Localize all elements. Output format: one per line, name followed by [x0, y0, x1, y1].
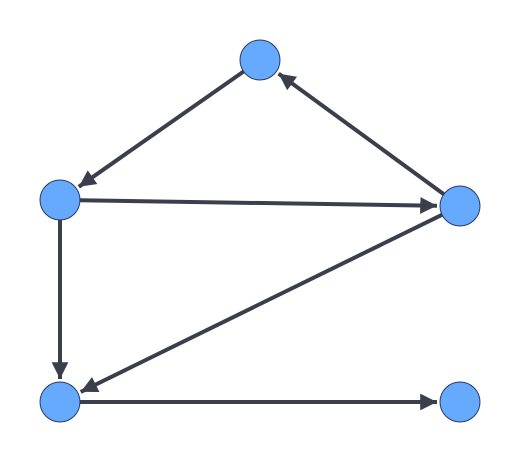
- node-bottom-right: [439, 381, 481, 423]
- edge-middle-left-to-middle-right: [79, 197, 438, 214]
- edge-middle-right-to-bottom-left: [79, 213, 443, 394]
- edges-layer: [51, 69, 445, 411]
- node-middle-right: [439, 185, 481, 227]
- edge-middle-right-to-top: [277, 71, 445, 196]
- node-top: [239, 39, 281, 81]
- edge-top-to-middle-left: [77, 69, 245, 189]
- nodes-layer: [39, 39, 481, 423]
- node-bottom-left: [39, 381, 81, 423]
- node-middle-left: [39, 179, 81, 221]
